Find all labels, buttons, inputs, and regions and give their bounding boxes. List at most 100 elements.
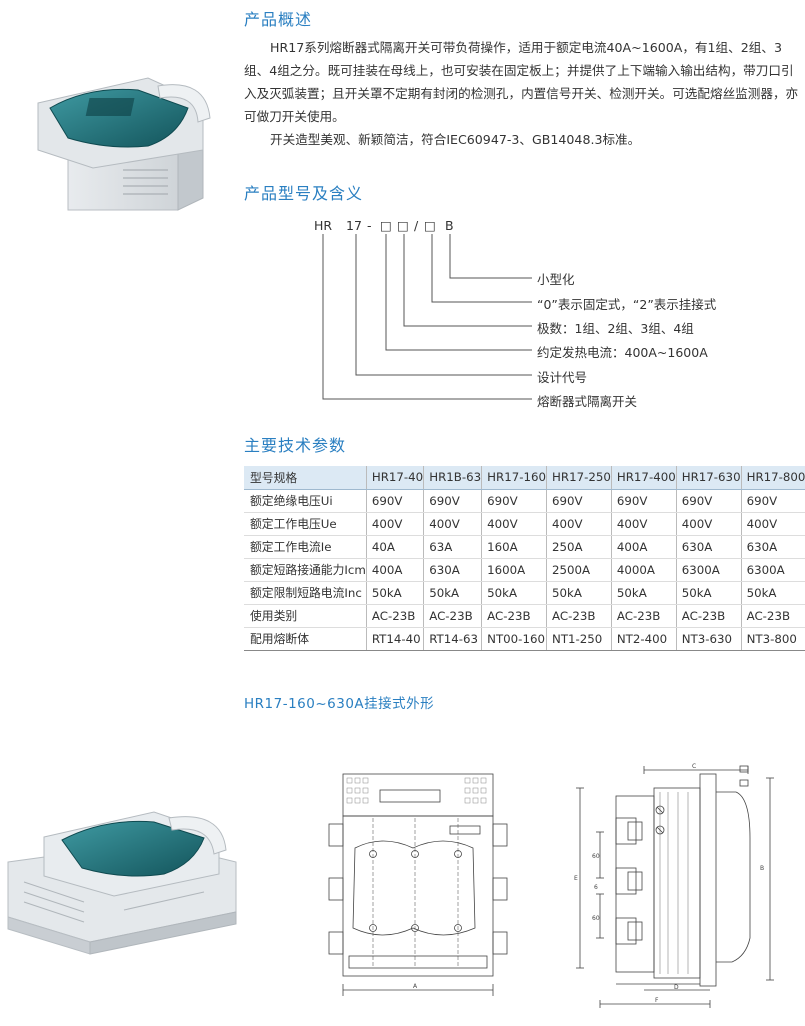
section-title-outline: HR17-160~630A挂接式外形	[244, 696, 435, 712]
table-cell: RT14-40	[365, 627, 424, 651]
dim-label-f: F	[655, 997, 659, 1004]
model-code-series: 17	[346, 218, 362, 233]
table-cell: 50kA	[610, 581, 677, 605]
table-cell: 400V	[423, 512, 482, 536]
table-cell: 690V	[481, 489, 547, 513]
table-cell: 63A	[423, 535, 482, 559]
table-cell: 400V	[740, 512, 805, 536]
header-cell: HR17-630	[675, 466, 742, 490]
model-code-current: □	[380, 218, 392, 233]
table-cell: 4000A	[610, 558, 677, 582]
table-cell: 400V	[610, 512, 677, 536]
table-cell: NT1-250	[546, 627, 612, 651]
model-meaning-0: 小型化	[537, 272, 575, 287]
table-row: 额定短路接通能力Icm 400A 630A 1600A 2500A 4000A …	[244, 558, 805, 582]
table-cell: 160A	[481, 535, 547, 559]
model-leader-lines	[322, 234, 532, 400]
header-cell: HR17-40	[365, 466, 424, 490]
table-cell: AC-23B	[481, 604, 547, 628]
table-row: 额定绝缘电压Ui 690V 690V 690V 690V 690V 690V 6…	[244, 489, 805, 513]
table-cell: 6300A	[740, 558, 805, 582]
dim-label-6: 6	[594, 884, 598, 891]
table-cell: AC-23B	[546, 604, 612, 628]
table-cell: 630A	[675, 535, 742, 559]
table-cell: 额定绝缘电压Ui	[244, 489, 367, 513]
table-cell: 额定限制短路电流Inc	[244, 581, 367, 605]
table-cell: 使用类别	[244, 604, 367, 628]
table-cell: 2500A	[546, 558, 612, 582]
dim-label-c: C	[692, 763, 696, 770]
table-cell: 690V	[740, 489, 805, 513]
table-cell: 50kA	[481, 581, 547, 605]
dim-label-60-lower: 60	[592, 915, 600, 922]
side-view-drawing: E B C D F 60 60 6	[574, 763, 774, 1008]
section-title-overview: 产品概述	[244, 10, 313, 29]
table-cell: 690V	[365, 489, 424, 513]
table-cell: 额定工作电流Ie	[244, 535, 367, 559]
model-code-dash: -	[367, 218, 372, 233]
table-row: 配用熔断体 RT14-40 RT14-63 NT00-160 NT1-250 N…	[244, 627, 805, 651]
table-row: 额定工作电压Ue 400V 400V 400V 400V 400V 400V 4…	[244, 512, 805, 536]
table-cell: AC-23B	[675, 604, 742, 628]
model-meaning-5: 熔断器式隔离开关	[537, 394, 638, 409]
table-row: 额定限制短路电流Inc 50kA 50kA 50kA 50kA 50kA 50k…	[244, 581, 805, 605]
table-cell: 40A	[365, 535, 424, 559]
dim-label-e: E	[574, 875, 578, 882]
table-cell: NT00-160	[481, 627, 547, 651]
table-cell: AC-23B	[365, 604, 424, 628]
table-cell: 50kA	[546, 581, 612, 605]
table-cell: NT2-400	[610, 627, 677, 651]
table-cell: 630A	[740, 535, 805, 559]
table-cell: 400V	[365, 512, 424, 536]
model-meaning-2: 极数：1组、2组、3组、4组	[537, 321, 694, 336]
table-cell: 690V	[546, 489, 612, 513]
model-code-poles: □	[397, 218, 409, 233]
model-code-mount: □	[424, 218, 436, 233]
product-photo-top	[37, 77, 211, 211]
table-cell: 400V	[546, 512, 612, 536]
table-cell: 690V	[423, 489, 482, 513]
header-cell: HR17-160	[481, 466, 547, 490]
header-cell: 型号规格	[244, 466, 367, 490]
table-cell: 400V	[675, 512, 742, 536]
section-title-model: 产品型号及含义	[244, 184, 364, 203]
product-photo-bottom	[7, 811, 237, 955]
table-cell: 400A	[610, 535, 677, 559]
model-code-suffix: B	[445, 218, 454, 233]
section-title-specs: 主要技术参数	[244, 436, 347, 455]
table-cell: 1600A	[481, 558, 547, 582]
table-cell: 50kA	[675, 581, 742, 605]
header-cell: HR1B-63	[423, 466, 482, 490]
table-cell: AC-23B	[740, 604, 805, 628]
dim-label-60-upper: 60	[592, 853, 600, 860]
spec-table: 型号规格 HR17-40 HR1B-63 HR17-160 HR17-250 H…	[244, 466, 805, 651]
table-cell: 690V	[675, 489, 742, 513]
spec-table-header: 型号规格 HR17-40 HR1B-63 HR17-160 HR17-250 H…	[244, 466, 805, 490]
table-cell: 6300A	[675, 558, 742, 582]
table-row: 使用类别 AC-23B AC-23B AC-23B AC-23B AC-23B …	[244, 604, 805, 628]
model-meaning-3: 约定发热电流：400A~1600A	[537, 345, 708, 360]
overview-paragraph-1: HR17系列熔断器式隔离开关可带负荷操作，适用于额定电流40A~1600A，有1…	[244, 40, 799, 124]
dim-label-d: D	[674, 984, 679, 991]
table-cell: 690V	[610, 489, 677, 513]
table-cell: 50kA	[423, 581, 482, 605]
header-cell: HR17-400	[610, 466, 677, 490]
table-cell: 400V	[481, 512, 547, 536]
front-view-drawing: A	[328, 773, 508, 996]
dim-label-b: B	[760, 865, 764, 872]
table-cell: 配用熔断体	[244, 627, 367, 651]
table-cell: 额定短路接通能力Icm	[244, 558, 367, 582]
table-cell: AC-23B	[610, 604, 677, 628]
table-cell: NT3-800	[740, 627, 805, 651]
table-cell: 额定工作电压Ue	[244, 512, 367, 536]
header-cell: HR17-250	[546, 466, 612, 490]
table-cell: 630A	[423, 558, 482, 582]
model-code-prefix: HR	[314, 218, 333, 233]
overview-text: HR17系列熔断器式隔离开关可带负荷操作，适用于额定电流40A~1600A，有1…	[244, 36, 800, 151]
header-cell: HR17-800	[740, 466, 805, 490]
table-cell: 400A	[365, 558, 424, 582]
model-meaning-1: “0”表示固定式，“2”表示挂接式	[537, 297, 717, 312]
table-cell: 50kA	[740, 581, 805, 605]
model-code-slash: /	[414, 218, 419, 233]
model-meaning-4: 设计代号	[537, 370, 588, 385]
